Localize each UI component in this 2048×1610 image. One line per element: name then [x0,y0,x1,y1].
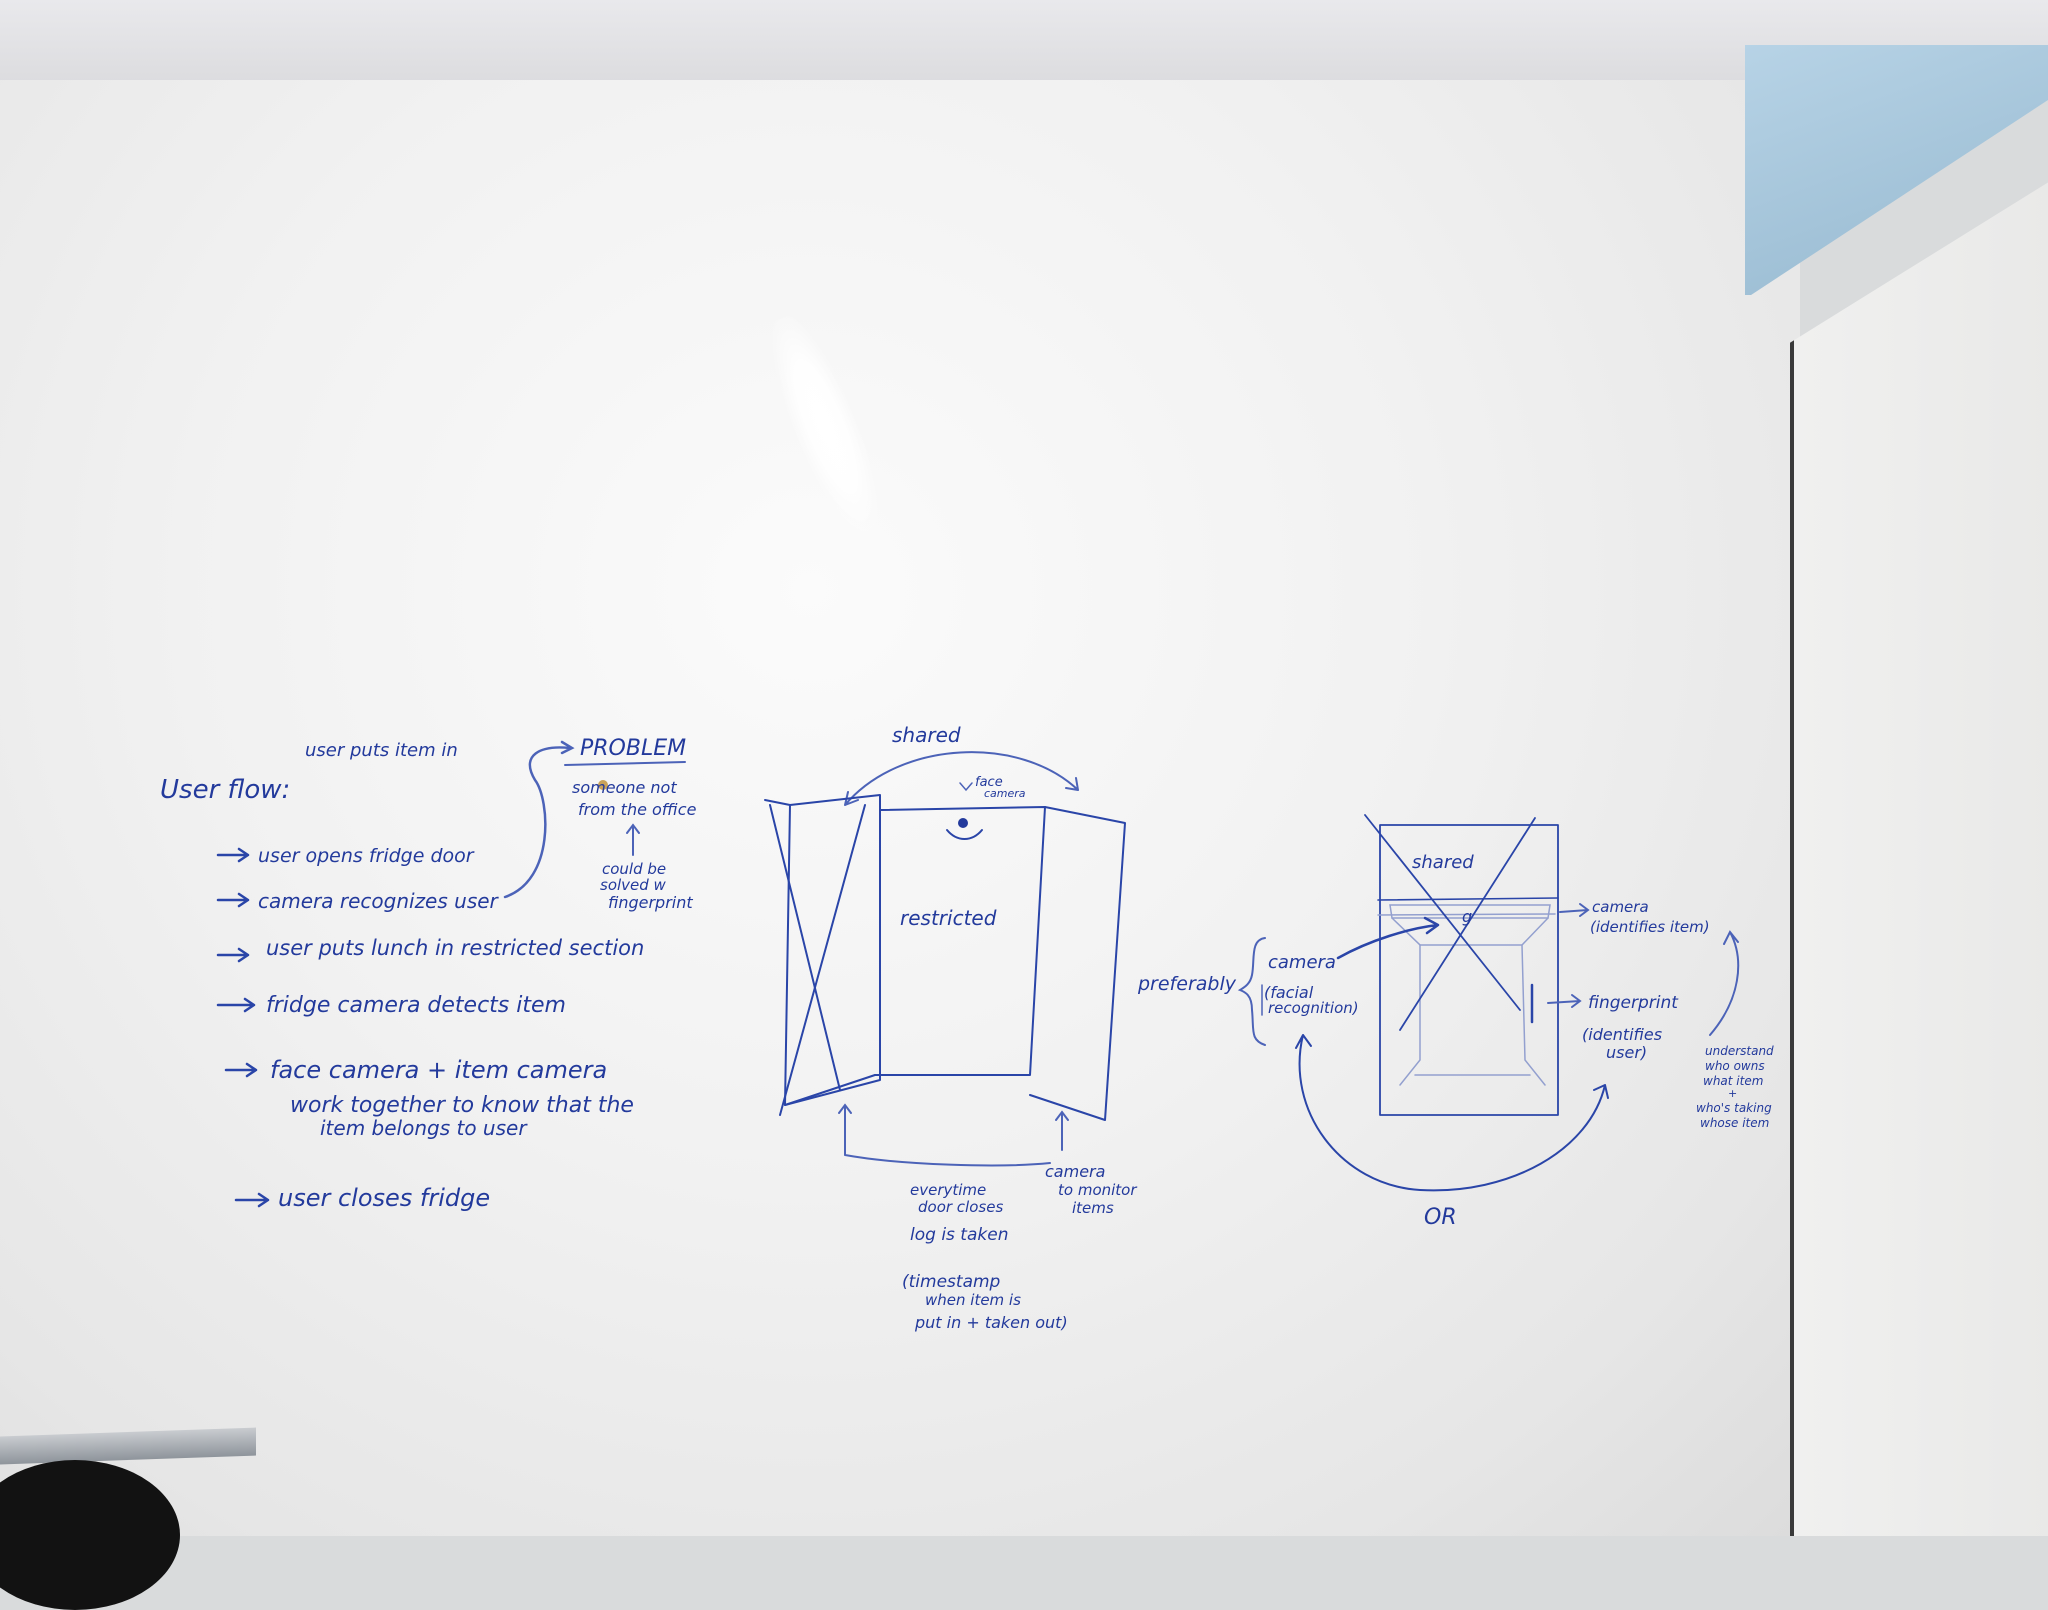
flow-step-5: face camera + item camera [270,1056,607,1084]
flow-arrow-4 [216,997,256,1013]
understand-line-4: + [1728,1087,1737,1100]
or-label: OR [1424,1205,1457,1230]
fingerprint-arrow [1547,994,1582,1008]
flow-arrow-6 [234,1192,270,1208]
cam-item-arrow [1559,903,1590,917]
timestamp-line-2: when item is [925,1291,1021,1309]
facial-recognition-1: (facial [1264,983,1314,1002]
shared-crossout-left [769,804,866,1116]
shared-crossout-right [1364,814,1536,1031]
preferably-label: preferably [1137,973,1237,995]
whiteboard [0,80,1800,1536]
flow-step-5-end: item belongs to user [320,1116,528,1140]
ceiling [0,0,2048,95]
face-camera-label-2: camera [984,787,1026,800]
camera-monitor-arrow [1055,1110,1069,1151]
user-flow-title: User flow: [160,775,290,805]
svg-text:g: g [1462,907,1472,926]
facial-camera-label: camera [1268,952,1336,973]
facial-camera-arrow [1336,916,1440,960]
problem-solution-1: could be [602,860,666,878]
facial-recognition-2: recognition) [1268,999,1359,1017]
shared-label-right: shared [1412,852,1474,873]
fingerprint-label: fingerprint [1588,993,1679,1013]
log-line-2: door closes [918,1198,1003,1216]
fingerprint-desc-1: (identifies [1582,1025,1662,1044]
restricted-label: restricted [900,906,997,930]
magnet-dot [598,780,608,790]
flow-step-3: user puts lunch in restricted section [266,936,644,960]
problem-line-2: from the office [578,800,697,819]
flow-arrow-3 [216,947,250,963]
door-panel [1790,180,2048,1536]
user-puts-item-in-note: user puts item in [305,740,458,761]
flow-step-1: user opens fridge door [258,845,475,867]
flow-step-2: camera recognizes user [258,889,500,913]
understand-line-2: who owns [1705,1059,1765,1073]
understand-arrow [1709,930,1740,1036]
fingerprint-desc-2: user) [1606,1043,1647,1062]
problem-solution-3: fingerprint [608,893,693,912]
fridge-inside-view [1377,824,1559,1116]
log-line-3: log is taken [910,1225,1008,1245]
problem-solution-2: solved w [600,876,667,894]
flow-arrow-5 [224,1062,258,1078]
problem-solution-arrow [626,823,640,856]
item-camera-label: camera [1592,898,1649,916]
timestamp-line-1: (timestamp [902,1272,1001,1292]
flow-step-6: user closes fridge [278,1184,490,1212]
preferably-brace [1237,937,1266,1046]
flow-arrow-1 [216,847,250,863]
flow-step-4: fridge camera detects item [266,993,566,1018]
log-line-1: everytime [910,1181,986,1199]
fridge-front-view [764,794,1126,1121]
or-arc [1295,1034,1609,1192]
camera-monitor-line-3: items [1072,1199,1114,1217]
understand-line-3: what item [1703,1074,1763,1088]
flow-arrow-2 [216,892,250,908]
timestamp-line-3: put in + taken out) [914,1313,1068,1332]
understand-line-5: who's taking [1696,1101,1772,1115]
item-camera-desc: (identifies item) [1590,918,1710,936]
problem-line-1: someone not [572,778,677,797]
problem-title: PROBLEM [580,736,686,761]
log-arrow [838,1103,1051,1167]
understand-line-6: whose item [1700,1116,1769,1130]
camera-monitor-line-1: camera [1045,1162,1105,1181]
understand-line-1: understand [1705,1044,1774,1058]
problem-connector-curve [503,740,575,899]
camera-monitor-line-2: to monitor [1058,1181,1137,1199]
face-camera-label-1: face [975,775,1003,790]
shared-label-middle: shared [892,723,961,747]
flow-step-5-cont: work together to know that the [290,1093,634,1118]
whiteboard-drawing: user puts item in User flow: user opens … [160,723,1774,1332]
